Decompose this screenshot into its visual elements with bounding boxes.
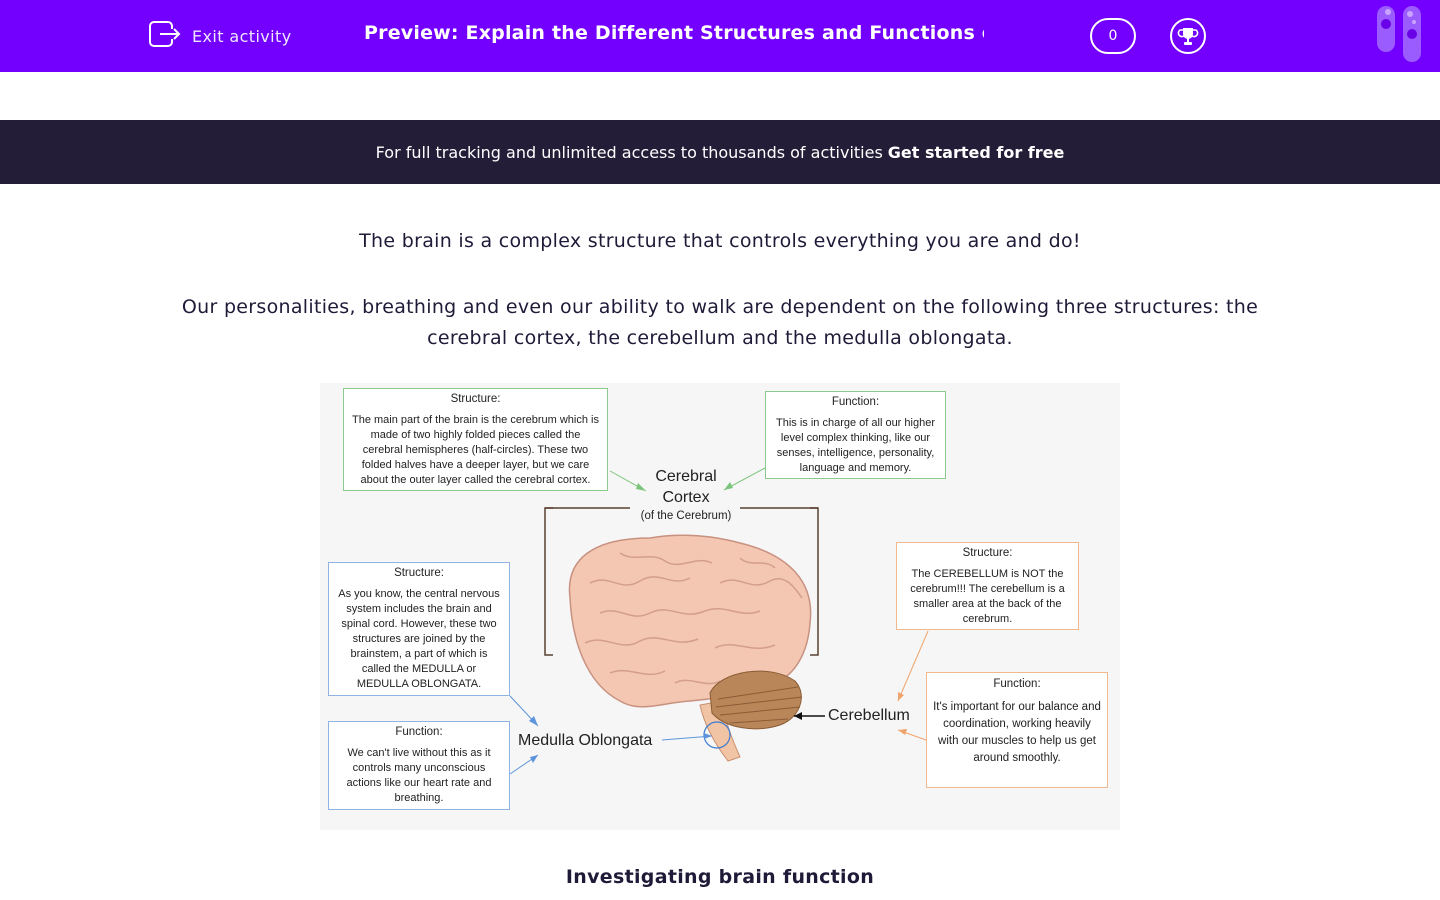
banner-text: For full tracking and unlimited access t… xyxy=(375,142,883,162)
medulla-function-heading: Function: xyxy=(395,726,443,738)
medulla-structure-box: Structure: As you know, the central nerv… xyxy=(328,562,510,696)
intro-paragraph-2: Our personalities, breathing and even ou… xyxy=(181,296,1259,349)
cortex-label-line2: Cortex xyxy=(662,489,710,506)
cerebral-label-line1: Cerebral xyxy=(655,468,717,485)
exit-icon xyxy=(148,19,182,53)
cerebellum-structure-box: Structure: The CEREBELLUM is NOT the cer… xyxy=(896,542,1079,630)
medulla-function-box: Function: We can't live without this as … xyxy=(328,721,510,810)
score-badge: 0 xyxy=(1090,18,1136,54)
cerebellum-function-box: Function: It's important for our balance… xyxy=(926,672,1108,788)
cortex-function-text: This is in charge of all our higher leve… xyxy=(776,417,935,474)
brain-illustration xyxy=(509,467,929,775)
medulla-oblongata-label: Medulla Oblongata xyxy=(518,732,653,749)
medulla-structure-heading: Structure: xyxy=(394,567,444,579)
trophy-button[interactable] xyxy=(1170,18,1206,54)
brain-diagram: Cerebral Cortex (of the Cerebrum) Cerebe… xyxy=(320,383,1120,830)
section-heading: Investigating brain function xyxy=(565,866,875,888)
activity-title: Preview: Explain the Different Structure… xyxy=(364,22,984,44)
brand-logo xyxy=(1376,6,1424,64)
cerebellum-structure-heading: Structure: xyxy=(962,547,1013,559)
intro-paragraph-1: The brain is a complex structure that co… xyxy=(359,230,1081,252)
medulla-structure-text: As you know, the central nervous system … xyxy=(338,588,500,690)
cerebrum-sublabel: (of the Cerebrum) xyxy=(640,510,732,522)
cerebellum-function-heading: Function: xyxy=(993,678,1041,690)
cerebellum-structure-text: The CEREBELLUM is NOT the cerebrum!!! Th… xyxy=(910,568,1065,625)
cortex-function-box: Function: This is in charge of all our h… xyxy=(765,391,946,479)
trophy-icon xyxy=(1177,28,1199,45)
cortex-structure-box: Structure: The main part of the brain is… xyxy=(343,388,608,491)
cortex-function-heading: Function: xyxy=(831,396,880,408)
medulla-function-text: We can't live without this as it control… xyxy=(346,747,492,804)
signup-banner: For full tracking and unlimited access t… xyxy=(0,120,1440,184)
get-started-link[interactable]: Get started for free xyxy=(887,142,1065,162)
exit-activity-label: Exit activity xyxy=(192,26,292,46)
exit-activity-button[interactable]: Exit activity xyxy=(148,20,292,52)
top-bar: Exit activity Preview: Explain the Diffe… xyxy=(0,0,1440,72)
cortex-structure-heading: Structure: xyxy=(450,393,501,405)
cerebral-cortex-label: Cerebral Cortex xyxy=(638,466,734,508)
cerebellum-function-text: It's important for our balance and coord… xyxy=(933,701,1101,764)
cerebellum-label: Cerebellum xyxy=(828,707,910,724)
cortex-structure-text: The main part of the brain is the cerebr… xyxy=(351,414,599,486)
